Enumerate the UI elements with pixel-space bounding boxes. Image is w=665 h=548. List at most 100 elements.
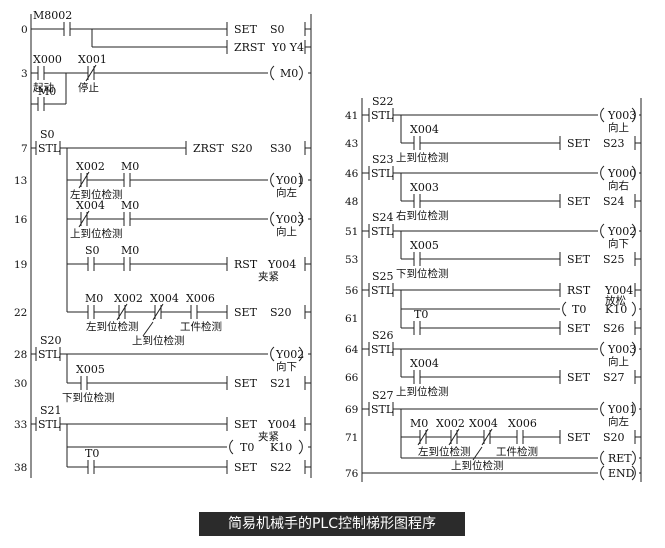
instruction-label: SET <box>567 322 591 335</box>
operand-label: Y001 <box>607 403 636 416</box>
instruction-label: T0 <box>240 441 254 454</box>
comment-label: 左到位检测 <box>86 320 139 333</box>
stl-label: STL <box>38 142 61 155</box>
contact-label: M0 <box>121 244 139 257</box>
comment-label: 上到位检测 <box>396 385 449 398</box>
line-number: 66 <box>345 372 359 384</box>
operand-label: Y001 <box>275 174 304 187</box>
contact-label: X006 <box>186 292 215 305</box>
line-number: 46 <box>345 168 359 180</box>
operand-label: Y003 <box>607 343 636 356</box>
contact-label: X006 <box>508 417 537 430</box>
line-number: 7 <box>21 143 28 155</box>
output-comment: 向上 <box>276 225 297 238</box>
operand-label: S25 <box>603 253 625 266</box>
output-comment: 向上 <box>608 121 629 134</box>
contact-label: S25 <box>372 270 394 283</box>
operand-label: S21 <box>270 377 292 390</box>
line-number: 53 <box>345 254 358 266</box>
output-comment: 向左 <box>276 186 297 199</box>
stl-label: STL <box>371 225 394 238</box>
operand-label: S26 <box>603 322 625 335</box>
operand-label: Y003 <box>607 109 636 122</box>
contact-label: X005 <box>410 239 439 252</box>
contact-label: X000 <box>33 53 62 66</box>
contact-label: X004 <box>410 357 439 370</box>
line-number: 61 <box>345 313 358 325</box>
instruction-label: ZRST <box>193 142 224 155</box>
contact-label: X004 <box>469 417 498 430</box>
operand-label: Y003 <box>275 213 304 226</box>
operand-label: S27 <box>603 371 625 384</box>
line-number: 48 <box>345 196 358 208</box>
contact-label: X002 <box>114 292 143 305</box>
contact-label: S21 <box>40 404 62 417</box>
operand-label: M0 <box>280 67 298 80</box>
operand-label: S23 <box>603 137 625 150</box>
instruction-label: RST <box>567 284 591 297</box>
operand-label: Y002 <box>607 225 636 238</box>
output-comment: 放松 <box>605 294 626 307</box>
operand-label: Y004 <box>267 418 296 431</box>
contact-label: X003 <box>410 181 439 194</box>
instruction-label: SET <box>567 253 591 266</box>
line-number: 16 <box>14 214 28 226</box>
instruction-label: SET <box>234 377 258 390</box>
line-number: 69 <box>345 404 358 416</box>
output-comment: 向上 <box>608 355 629 368</box>
comment-label: 下到位检测 <box>62 391 115 404</box>
instruction-label: SET <box>567 137 591 150</box>
line-number: 28 <box>14 349 27 361</box>
instruction-label: SET <box>234 23 258 36</box>
instruction-label: ZRST <box>234 41 265 54</box>
contact-label: M8002 <box>33 9 72 22</box>
line-number: 41 <box>345 110 358 122</box>
line-number: 56 <box>345 285 359 297</box>
operand-label: K10 <box>605 303 627 316</box>
contact-label: X002 <box>76 160 105 173</box>
instruction-label: RST <box>234 258 258 271</box>
contact-label: X004 <box>150 292 179 305</box>
contact-label: M0 <box>38 85 56 98</box>
operand-label: Y000 <box>607 167 636 180</box>
figure-caption: 简易机械手的PLC控制梯形图程序 <box>199 512 465 536</box>
comment-label: 右到位检测 <box>396 209 449 222</box>
comment-label: 起动 <box>33 82 54 94</box>
output-comment: 夹紧 <box>258 430 279 443</box>
instruction-label: END <box>608 467 635 480</box>
contact-label: M0 <box>85 292 103 305</box>
comment-label: 左到位检测 <box>70 188 123 201</box>
operand-label: S22 <box>270 461 292 474</box>
stl-label: STL <box>371 109 394 122</box>
stl-label: STL <box>38 418 61 431</box>
output-comment: 向下 <box>608 237 629 250</box>
stl-label: STL <box>371 284 394 297</box>
contact-label: S27 <box>372 389 394 402</box>
line-number: 3 <box>21 68 28 80</box>
line-number: 71 <box>345 432 358 444</box>
line-number: 22 <box>14 307 27 319</box>
line-number: 19 <box>14 259 27 271</box>
contact-label: T0 <box>85 447 99 460</box>
stl-label: STL <box>371 343 394 356</box>
contact-label: X004 <box>76 199 105 212</box>
output-comment: 向下 <box>276 360 297 373</box>
line-number: 38 <box>14 462 27 474</box>
operand-label: S24 <box>603 195 625 208</box>
contact-label: X004 <box>410 123 439 136</box>
stl-label: STL <box>371 403 394 416</box>
comment-label: 下到位检测 <box>396 267 449 280</box>
comment-label: 上到位检测 <box>132 334 185 347</box>
contact-label: X005 <box>76 363 105 376</box>
operand-label: K10 <box>270 441 292 454</box>
operand-label: Y004 <box>604 284 633 297</box>
output-comment: 向右 <box>608 179 629 192</box>
operand-label: S0 <box>270 23 285 36</box>
output-comment: 夹紧 <box>258 270 279 283</box>
instruction-label: SET <box>567 371 591 384</box>
line-number: 76 <box>345 468 359 480</box>
comment-label: 停止 <box>78 81 99 94</box>
contact-label: S26 <box>372 329 394 342</box>
comment-label: 上到位检测 <box>70 227 123 240</box>
